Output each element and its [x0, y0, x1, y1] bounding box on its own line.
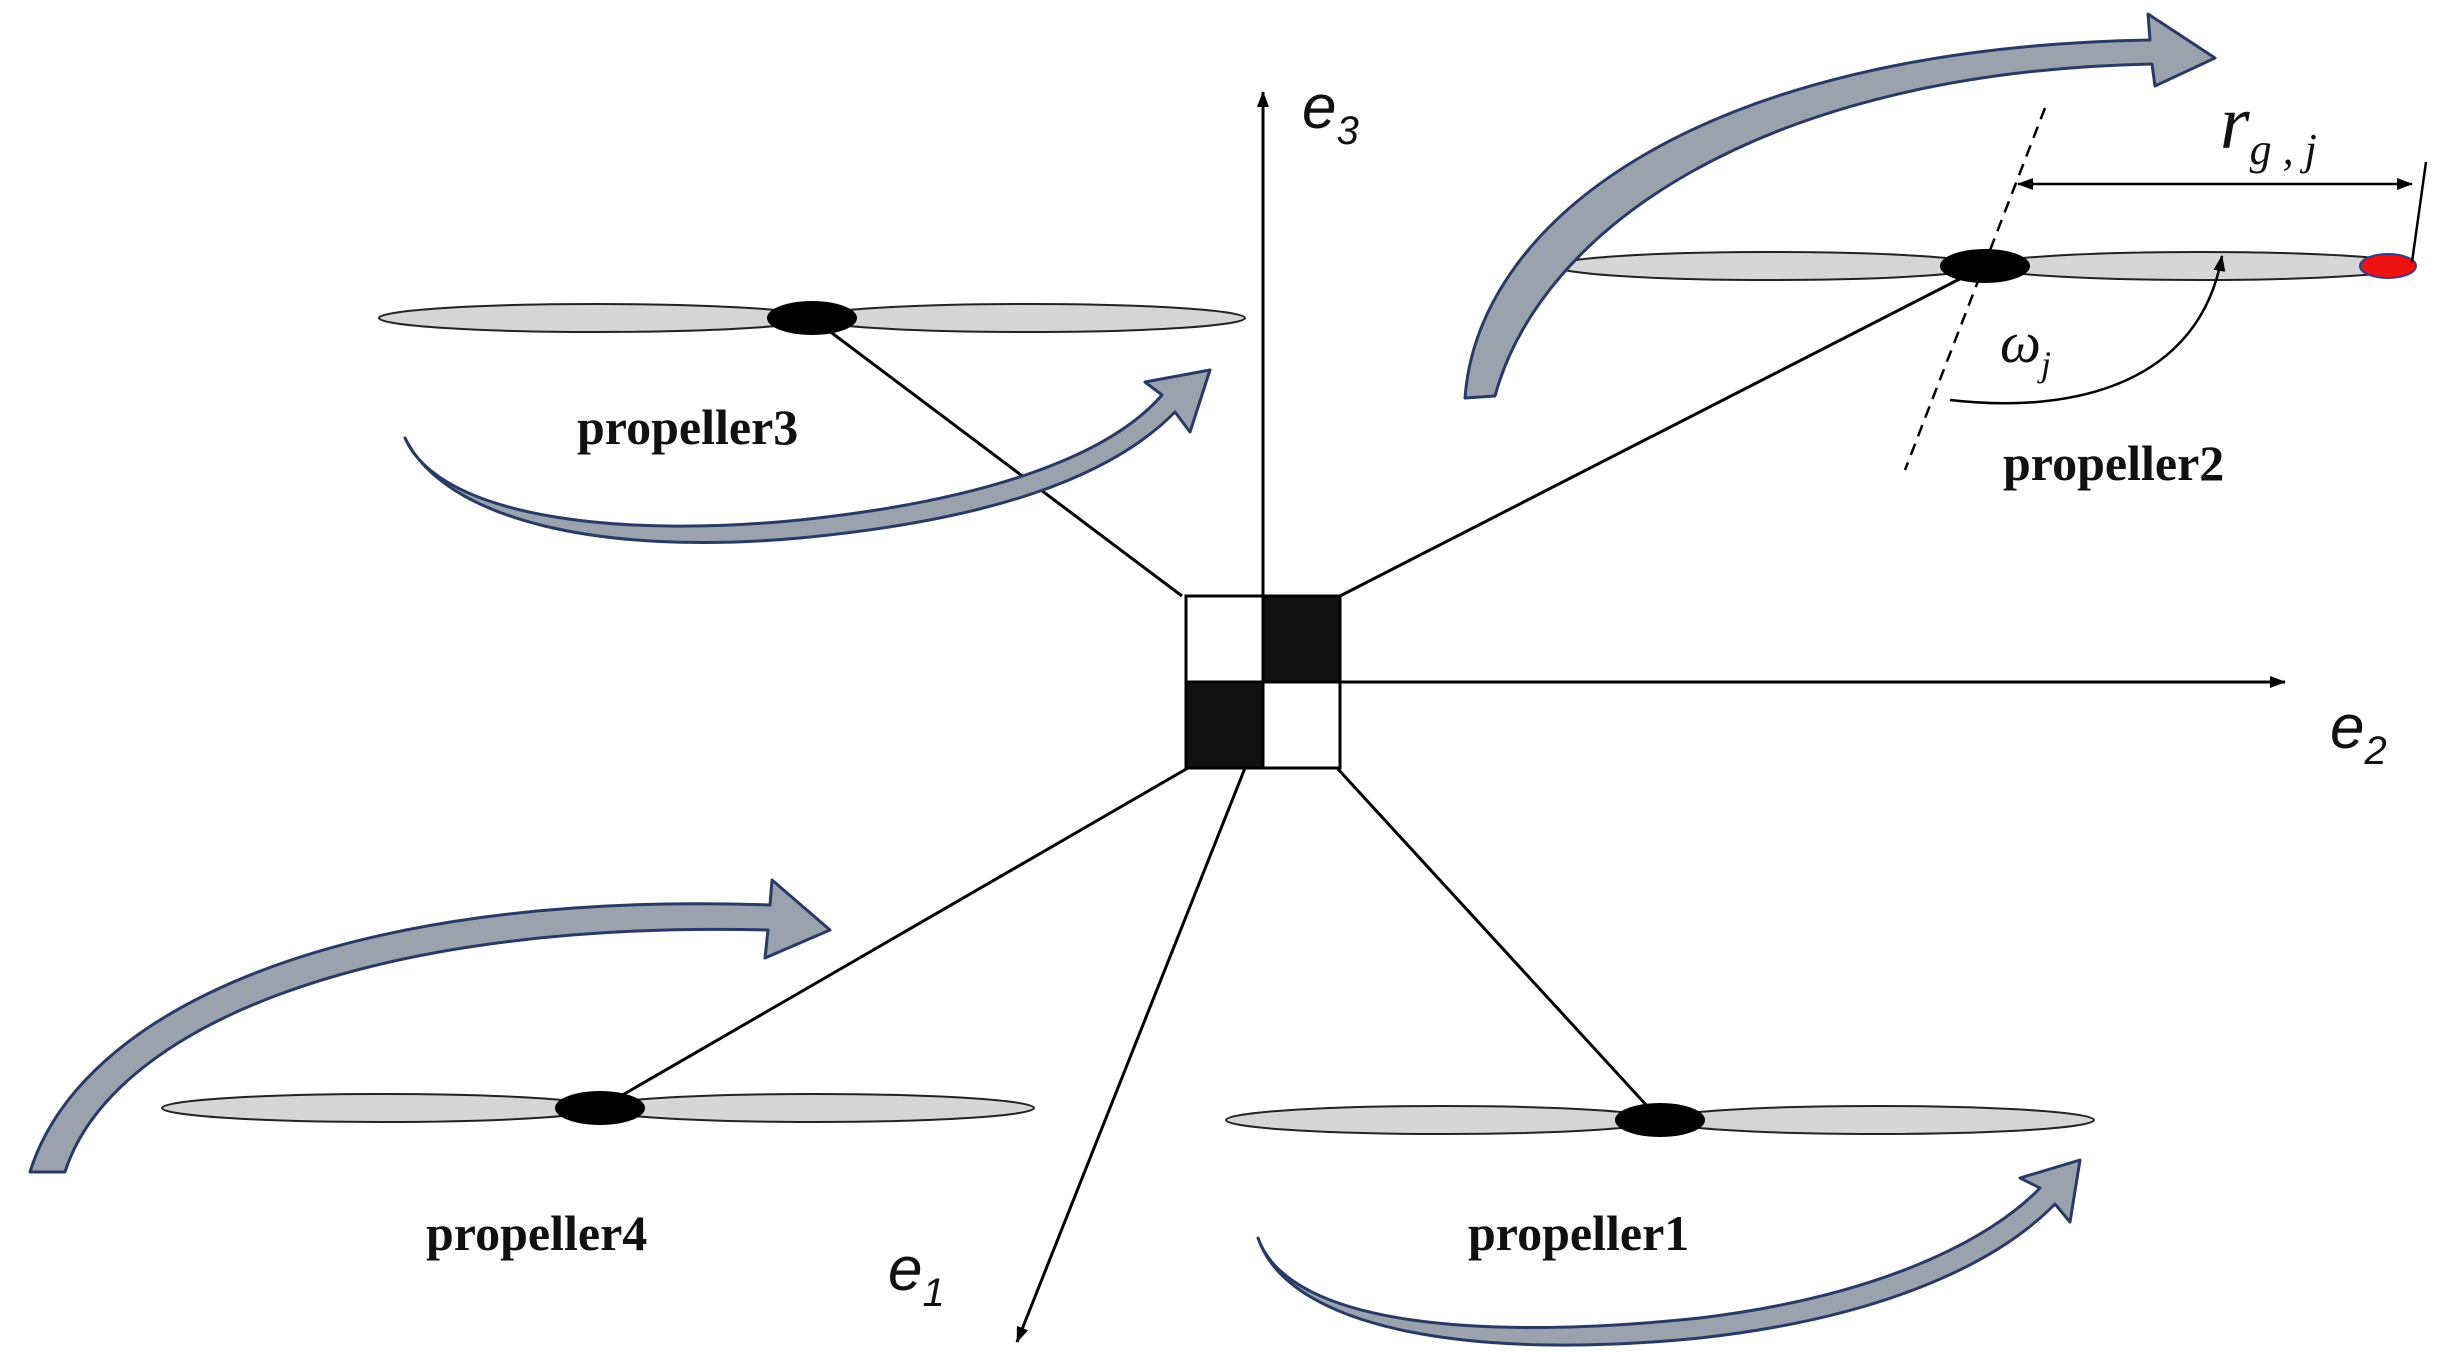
hub	[1615, 1103, 1705, 1137]
arms	[599, 264, 1986, 1122]
hub	[767, 301, 857, 335]
blade	[808, 303, 1246, 333]
rotation-arrow-propeller1	[1256, 1158, 2082, 1347]
radius-label: rg , j	[2220, 81, 2317, 174]
blade	[1659, 1105, 2095, 1135]
propeller4-label: propeller4	[426, 1205, 647, 1261]
blade	[593, 1093, 1035, 1123]
blade	[1554, 251, 1986, 281]
blade	[161, 1093, 603, 1123]
axis-label-e1: e1	[888, 1235, 945, 1315]
blade	[378, 303, 816, 333]
arm-propeller2	[1339, 264, 1986, 598]
propeller-3	[378, 301, 1246, 335]
arm-propeller4	[599, 766, 1189, 1110]
propeller2-annotations	[1903, 107, 2428, 471]
axis-label-e2: e2	[2330, 693, 2387, 773]
blade	[1984, 251, 2416, 281]
blade-tip-marker	[2359, 253, 2417, 279]
axis-e1	[1015, 767, 1247, 1343]
radius-end-tick	[2410, 161, 2428, 263]
propeller-2	[1554, 249, 2417, 283]
omega-label: ωj	[2000, 310, 2051, 384]
center-body	[1184, 594, 1342, 770]
arm-propeller3	[811, 316, 1183, 598]
blade	[1225, 1105, 1661, 1135]
propeller-1	[1225, 1103, 2095, 1137]
propeller2-label: propeller2	[2003, 435, 2224, 491]
rotation-arrow-propeller3	[403, 368, 1212, 545]
rotation-axis-dashed	[1903, 107, 2047, 471]
arm-propeller1	[1335, 766, 1662, 1122]
rotation-arrow-propeller4	[28, 878, 832, 1174]
propeller-4	[161, 1091, 1035, 1125]
hub	[555, 1091, 645, 1125]
axis-label-e3: e3	[1302, 73, 1359, 153]
rotation-arrow-propeller2	[1463, 12, 2217, 400]
omega-arc	[1949, 255, 2226, 405]
rotation-arrows	[28, 12, 2217, 1347]
propeller1-label: propeller1	[1468, 1205, 1689, 1261]
propeller3-label: propeller3	[577, 399, 798, 455]
